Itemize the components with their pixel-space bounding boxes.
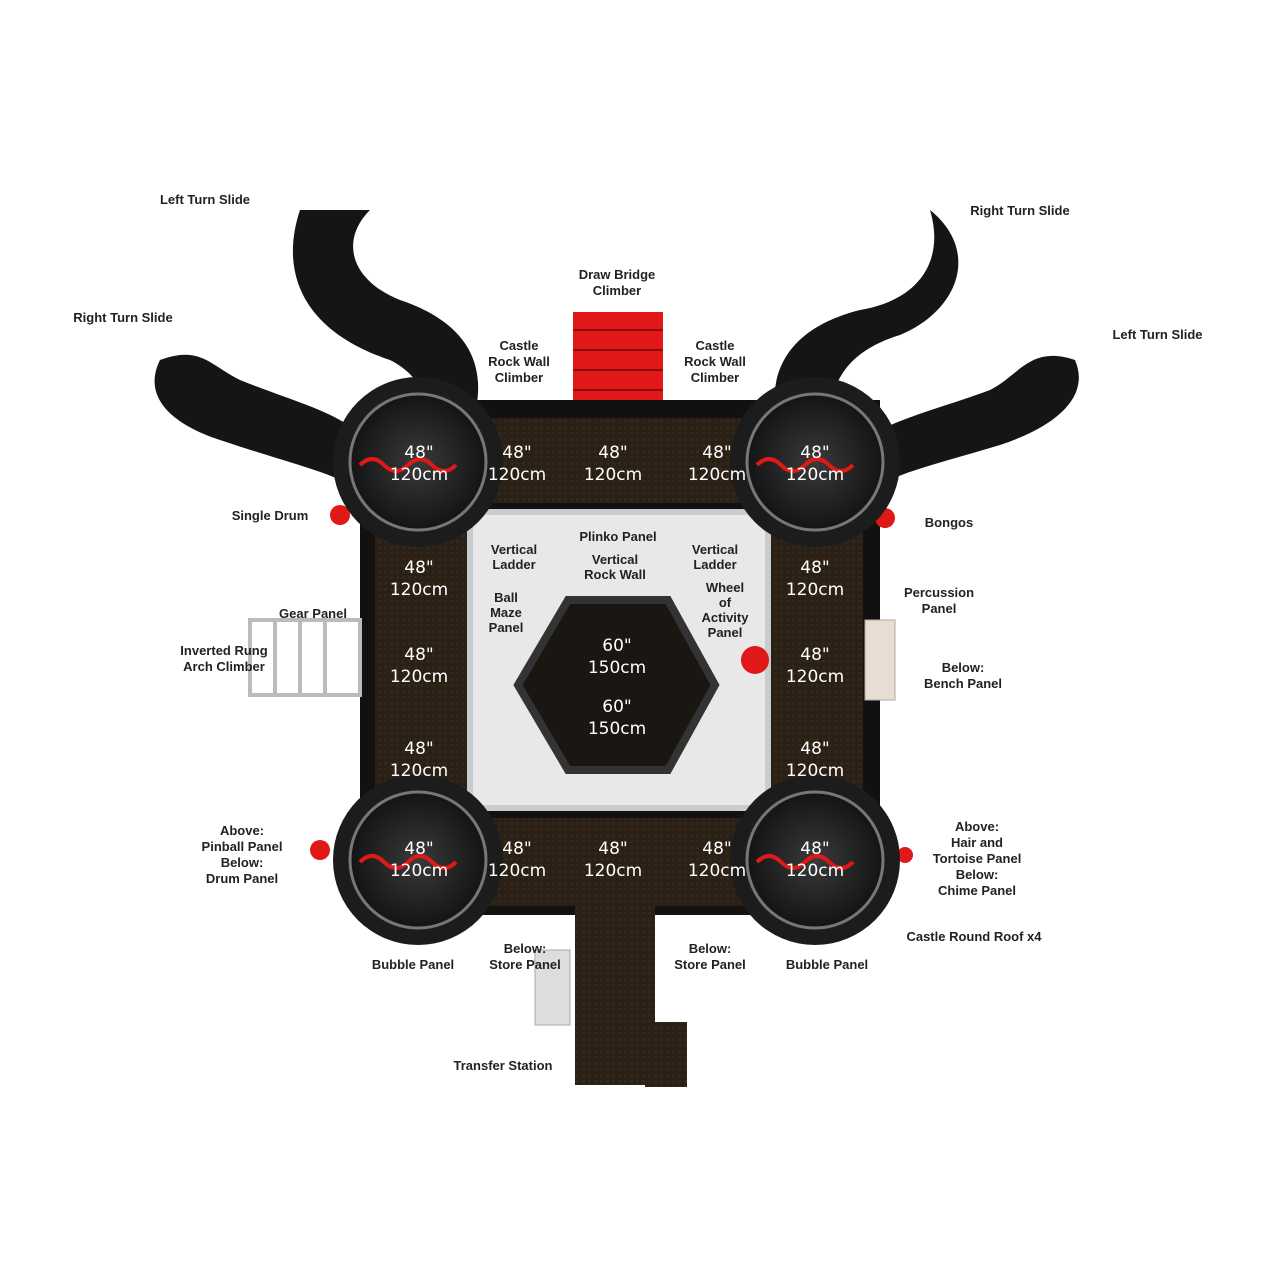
tower-bl xyxy=(333,775,503,945)
deck-dim-bottom-1: 48" 120cm xyxy=(487,839,547,881)
deck-dim-tower-tr: 48" 120cm xyxy=(785,443,845,485)
deck-dim-tower-br: 48" 120cm xyxy=(785,839,845,881)
label-inverted-rung: Inverted Rung Arch Climber xyxy=(180,643,268,674)
label-left-turn-slide-right: Left Turn Slide xyxy=(1112,327,1203,342)
label-pinball-drum: Above: Pinball Panel Below: Drum Panel xyxy=(201,823,283,886)
slide-right-turn-left xyxy=(154,354,355,480)
label-vertical-rock-wall: Vertical Rock Wall xyxy=(584,552,646,582)
label-castle-rock-wall-right: Castle Rock Wall Climber xyxy=(684,338,746,385)
label-transfer-station: Transfer Station xyxy=(453,1058,553,1073)
tower-tr xyxy=(730,377,900,547)
label-right-turn-slide-tr: Right Turn Slide xyxy=(970,203,1070,218)
wheel-of-activity xyxy=(741,646,769,674)
label-draw-bridge: Draw Bridge Climber xyxy=(578,267,656,298)
deck-dim-left-2: 48" 120cm xyxy=(389,645,449,687)
label-wheel-of-activity: Wheel of Activity Panel xyxy=(701,580,749,640)
slide-left-turn-right xyxy=(880,355,1079,480)
deck-dim-left-1: 48" 120cm xyxy=(389,558,449,600)
label-store-right: Below: Store Panel xyxy=(674,941,746,972)
bench-panel xyxy=(864,619,896,701)
deck-dim-top-1: 48" 120cm xyxy=(487,443,547,485)
tower-tl xyxy=(333,377,503,547)
deck-dim-right-1: 48" 120cm xyxy=(785,558,845,600)
deck-dim-bottom-2: 48" 120cm xyxy=(583,839,643,881)
label-gear-panel: Gear Panel xyxy=(279,606,347,621)
label-right-turn-slide-left: Right Turn Slide xyxy=(73,310,173,325)
deck-dim-right-2: 48" 120cm xyxy=(785,645,845,687)
deck-dim-top-3: 48" 120cm xyxy=(687,443,747,485)
deck-dim-tower-bl: 48" 120cm xyxy=(389,839,449,881)
label-hair-tortoise-chime: Above: Hair and Tortoise Panel Below: Ch… xyxy=(932,819,1022,898)
tower-br xyxy=(730,775,900,945)
label-percussion: Percussion Panel xyxy=(903,585,975,616)
deck-dim-hex-1: 60" 150cm xyxy=(587,636,647,678)
deck-dim-right-3: 48" 120cm xyxy=(785,739,845,781)
label-bubble-right: Bubble Panel xyxy=(785,957,869,972)
deck-dim-bottom-3: 48" 120cm xyxy=(687,839,747,881)
draw-bridge-climber xyxy=(573,312,663,407)
label-vertical-ladder-left: Vertical Ladder xyxy=(490,542,538,572)
deck-dim-tower-tl: 48" 120cm xyxy=(389,443,449,485)
label-bench: Below: Bench Panel xyxy=(923,660,1003,691)
slide-right-turn-tr xyxy=(774,210,959,420)
inverted-rung-arch-climber xyxy=(248,618,362,697)
pinball-panel xyxy=(310,840,330,860)
label-bongos: Bongos xyxy=(924,515,974,530)
chime-panel xyxy=(897,847,913,863)
label-store-left: Below: Store Panel xyxy=(489,941,561,972)
label-plinko: Plinko Panel xyxy=(579,529,657,544)
label-left-turn-slide-tl: Left Turn Slide xyxy=(159,192,251,207)
label-vertical-ladder-right: Vertical Ladder xyxy=(691,542,739,572)
label-castle-rock-wall-left: Castle Rock Wall Climber xyxy=(488,338,550,385)
transfer-station xyxy=(534,905,687,1087)
deck-dim-hex-2: 60" 150cm xyxy=(587,697,647,739)
label-single-drum: Single Drum xyxy=(231,508,309,523)
label-bubble-left: Bubble Panel xyxy=(371,957,455,972)
single-drum xyxy=(330,505,350,525)
deck-dim-left-3: 48" 120cm xyxy=(389,739,449,781)
deck-dim-top-2: 48" 120cm xyxy=(583,443,643,485)
label-ball-maze: Ball Maze Panel xyxy=(488,590,524,635)
label-castle-round-roof: Castle Round Roof x4 xyxy=(906,929,1042,944)
